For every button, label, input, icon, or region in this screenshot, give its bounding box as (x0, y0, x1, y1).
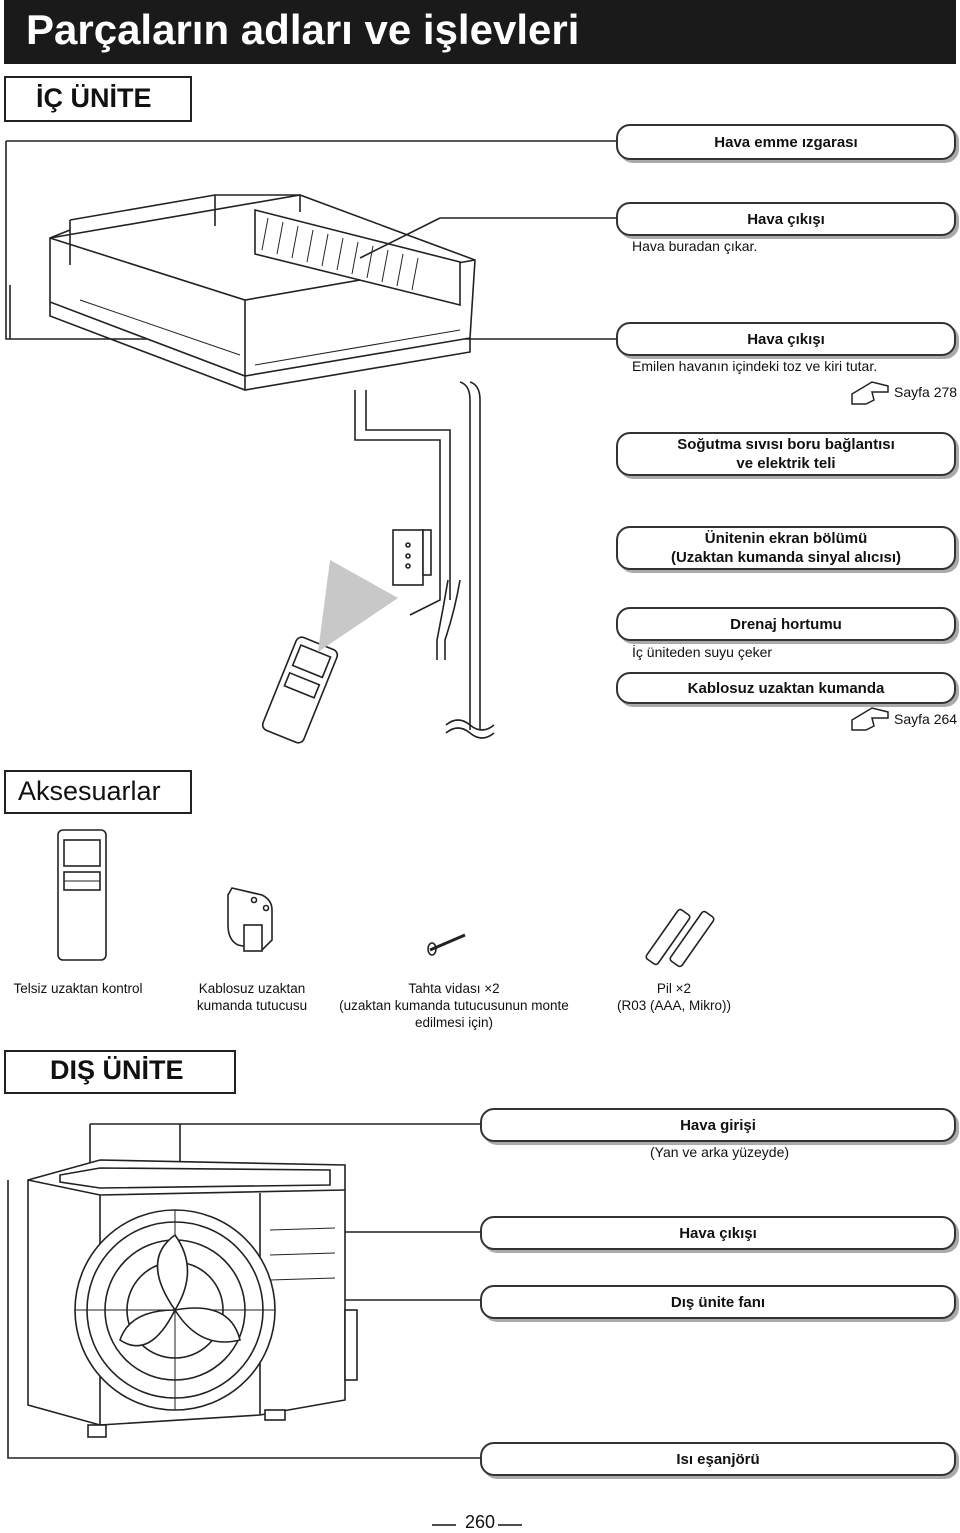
pipes-illustration (354, 381, 495, 739)
page-number: 260 (464, 1512, 496, 1532)
page-reference-2: Sayfa 264 (894, 711, 958, 727)
label-wireless-remote: Kablosuz uzaktan kumanda (616, 672, 956, 704)
label-outlet: Hava çıkışı (616, 202, 956, 236)
accessories-section-box (4, 770, 192, 814)
accessory-remote-illustration (57, 829, 107, 961)
label-heat-exchanger: Isı eşanjörü (480, 1442, 956, 1476)
accessory-caption: Kablosuz uzaktan kumanda tutucusu (196, 981, 308, 1013)
remote-illustration (261, 636, 339, 744)
accessory-caption: Pil ×2 (R03 (AAA, Mikro)) (616, 981, 731, 1013)
label-air-inlet: Hava girişi (480, 1108, 956, 1142)
page-reference-1: Sayfa 278 (894, 384, 958, 400)
accessories-section-label: Aksesuarlar (18, 776, 161, 806)
outdoor-unit-illustration (27, 1159, 358, 1438)
signal-illustration (318, 560, 398, 652)
label-outlet-2: Hava çıkışı (616, 322, 956, 356)
accessory-caption: Tahta vidası ×2 (uzaktan kumanda tutucus… (339, 981, 569, 1030)
outlet-description: Hava buradan çıkar. (632, 238, 758, 254)
outdoor-section-box (4, 1050, 236, 1094)
label-intake-grille: Hava emme ızgarası (616, 124, 956, 160)
outlet-2-description: Emilen havanın içindeki toz ve kiri tuta… (632, 358, 878, 374)
indoor-unit-illustration (49, 194, 476, 391)
drain-description: İç üniteden suyu çeker (632, 644, 773, 660)
label-refrigerant-piping: Soğutma sıvısı boru bağlantısı ve elektr… (616, 432, 956, 476)
outdoor-section-label: DIŞ ÜNİTE (50, 1055, 184, 1085)
label-drain-hose: Drenaj hortumu (616, 607, 956, 641)
label-outdoor-fan: Dış ünite fanı (480, 1285, 956, 1319)
title-bar (4, 0, 956, 64)
indoor-section-label: İÇ ÜNİTE (36, 83, 152, 113)
accessory-screw-illustration (427, 933, 466, 956)
label-display-section: Ünitenin ekran bölümü (Uzaktan kumanda s… (616, 526, 956, 570)
page-title: Parçaların adları ve işlevleri (26, 6, 580, 53)
accessory-holder-illustration (227, 887, 273, 952)
accessory-batteries-illustration (645, 908, 715, 968)
label-outdoor-outlet: Hava çıkışı (480, 1216, 956, 1250)
accessory-caption: Telsiz uzaktan kontrol (13, 981, 143, 996)
indoor-section-box (4, 76, 192, 122)
hand-pointer-icon (851, 381, 889, 731)
air-inlet-description: (Yan ve arka yüzeyde) (650, 1144, 790, 1160)
